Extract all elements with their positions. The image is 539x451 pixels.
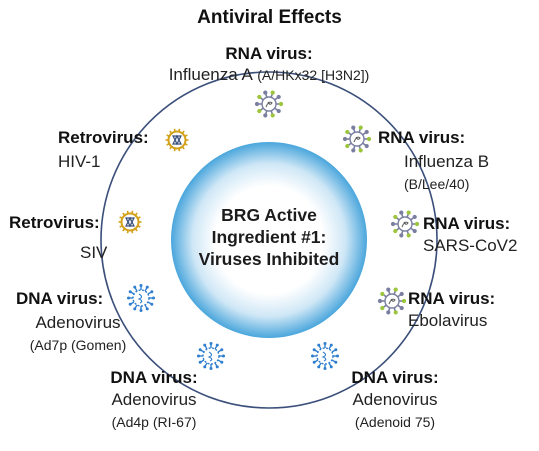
- center-line-3: Viruses Inhibited: [198, 249, 340, 269]
- rna-virus-icon: [377, 287, 407, 315]
- dna-virus-icon: [127, 284, 155, 312]
- virus-type: DNA virus:: [16, 289, 104, 308]
- virus-label-siv: Retrovirus:: [9, 213, 100, 233]
- diagram-title: Antiviral Effects: [197, 7, 342, 28]
- virus-type: RNA virus:: [225, 44, 313, 63]
- retrovirus-icon: [117, 209, 143, 235]
- dna-virus-icon: [197, 342, 225, 370]
- virus-strain: (B/Lee/40): [404, 176, 470, 192]
- virus-name-line: Influenza A (A/HKx32 [H3N2]): [140, 65, 398, 85]
- dna-virus-icon: [311, 342, 339, 370]
- virus-label-adenovirus-adenoid-75: DNA virus: Adenovirus (Adenoid 75): [335, 368, 455, 430]
- virus-name: Adenovirus: [352, 390, 438, 409]
- rna-virus-icon: [254, 90, 284, 118]
- virus-label-adenovirus-ad7p: DNA virus:: [16, 289, 103, 309]
- center-label: BRG Active Ingredient #1: Viruses Inhibi…: [177, 204, 361, 270]
- virus-name: Influenza A: [168, 65, 253, 84]
- virus-type: RNA virus:: [408, 289, 496, 308]
- retrovirus-icon: [164, 127, 190, 153]
- virus-name: Influenza B: [404, 152, 490, 171]
- virus-name: HIV-1: [58, 152, 101, 171]
- virus-type: Retrovirus:: [58, 128, 149, 147]
- virus-strain: (Ad4p (RI-67): [111, 414, 197, 430]
- virus-label-influenza-a: RNA virus: Influenza A (A/HKx32 [H3N2]): [140, 44, 398, 85]
- virus-type: DNA virus:: [110, 368, 198, 387]
- virus-name-influenza-b: Influenza B (B/Lee/40): [404, 152, 489, 192]
- center-line-1: BRG Active: [221, 205, 317, 225]
- virus-name-siv: SIV: [80, 243, 107, 263]
- rna-virus-icon: [390, 210, 420, 238]
- virus-name: Adenovirus: [111, 390, 197, 409]
- virus-strain: (Ad7p (Gomen): [29, 337, 127, 353]
- virus-name-adenovirus-ad7p: Adenovirus (Ad7p (Gomen): [12, 313, 144, 353]
- virus-label-influenza-b: RNA virus:: [378, 128, 465, 148]
- virus-name: SARS-CoV2: [423, 236, 518, 255]
- virus-strain: (Adenoid 75): [354, 414, 436, 430]
- virus-label-adenovirus-ad4p: DNA virus: Adenovirus (Ad4p (RI-67): [94, 368, 214, 430]
- virus-label-ebolavirus: RNA virus: Ebolavirus: [408, 289, 495, 331]
- virus-type: DNA virus:: [351, 368, 439, 387]
- virus-name: SIV: [80, 243, 108, 262]
- center-glow: [171, 142, 367, 338]
- outer-ring: [100, 71, 438, 409]
- virus-type: RNA virus:: [378, 128, 466, 147]
- virus-name: Adenovirus: [35, 313, 121, 332]
- center-line-2: Ingredient #1:: [211, 227, 327, 247]
- virus-label-hiv-1: Retrovirus: HIV-1: [58, 128, 149, 172]
- virus-type: RNA virus:: [423, 214, 511, 233]
- virus-type: Retrovirus:: [9, 213, 100, 232]
- virus-name: Ebolavirus: [408, 311, 488, 330]
- virus-label-sars-cov2: RNA virus: SARS-CoV2: [423, 214, 517, 256]
- rna-virus-icon: [342, 125, 372, 153]
- virus-strain: (A/HKx32 [H3N2]): [257, 67, 370, 83]
